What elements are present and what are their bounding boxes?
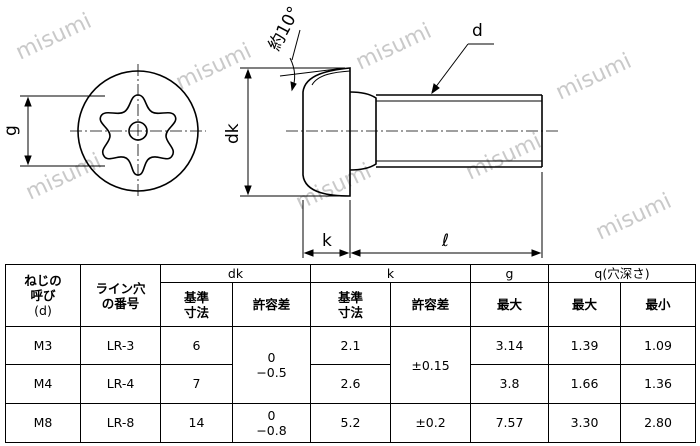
cell-dk: 14 <box>160 402 233 444</box>
label-dk: dk <box>223 123 243 144</box>
cell-q-max: 1.39 <box>548 326 621 365</box>
label-angle: 約10° <box>265 3 305 54</box>
cell-k-tolerance: ±0.15 <box>390 326 471 404</box>
cell-line: LR-3 <box>80 326 161 365</box>
cell-q-max: 1.66 <box>548 363 621 404</box>
watermark-text: misumi <box>462 129 546 186</box>
watermark-text: misumi <box>592 189 676 246</box>
watermark-text: misumi <box>292 159 376 216</box>
cell-q-min: 1.36 <box>619 363 697 404</box>
cell-dk-tolerance: 0 −0.5 <box>232 326 311 404</box>
cell-g: 3.8 <box>470 363 549 404</box>
dimension-k-l <box>302 172 543 258</box>
cell-q-min: 2.80 <box>619 402 697 444</box>
dimension-dk <box>240 67 345 197</box>
header-g: g <box>470 263 549 284</box>
cell-line: LR-8 <box>80 402 161 444</box>
header-dk-basis: 基準 寸法 <box>160 282 233 328</box>
header-q-max: 最大 <box>548 282 621 328</box>
cell-g: 3.14 <box>470 326 549 365</box>
dimension-d <box>431 43 494 95</box>
cell-k: 5.2 <box>310 402 391 444</box>
cell-size: M4 <box>5 363 81 404</box>
watermark-layer: misumi misumi misumi misumi misumi misum… <box>12 9 676 246</box>
cell-size: M8 <box>5 402 81 444</box>
cell-k: 2.6 <box>310 363 391 404</box>
header-dk: dk <box>160 263 311 284</box>
screw-technical-drawing: misumi misumi misumi misumi misumi misum… <box>1 3 676 258</box>
cell-size: M3 <box>5 326 81 365</box>
cell-dk: 7 <box>160 363 233 404</box>
header-q: q(穴深さ) <box>547 263 697 284</box>
cell-k-tolerance: ±0.2 <box>390 402 471 444</box>
watermark-text: misumi <box>12 9 96 66</box>
header-dk-tolerance: 許容差 <box>232 282 311 328</box>
header-g-max: 最大 <box>470 282 549 328</box>
label-d: d <box>472 21 483 41</box>
cell-k: 2.1 <box>310 326 391 365</box>
header-line-number: ライン穴 の番号 <box>80 263 161 328</box>
table-row: M8 LR-8 14 0 −0.8 5.2 ±0.2 7.57 3.30 2.8… <box>5 402 697 444</box>
dimension-table: ねじの 呼び (d) ライン穴 の番号 dk k g q(穴深さ) 基準 寸法 … <box>5 263 697 444</box>
label-k: k <box>322 231 332 251</box>
watermark-text: misumi <box>352 19 436 76</box>
watermark-text: misumi <box>552 49 636 106</box>
cell-dk-tolerance: 0 −0.8 <box>232 402 311 444</box>
header-size: ねじの 呼び (d) <box>5 263 81 328</box>
cell-dk: 6 <box>160 326 233 365</box>
cell-line: LR-4 <box>80 363 161 404</box>
label-l: ℓ <box>441 231 449 251</box>
header-k-basis: 基準 寸法 <box>310 282 391 328</box>
cell-g: 7.57 <box>470 402 549 444</box>
head-top-view <box>70 64 206 198</box>
label-g: g <box>1 125 21 136</box>
dimension-g <box>20 95 105 167</box>
table-row: M4 LR-4 7 2.6 3.8 1.66 1.36 <box>5 363 697 404</box>
header-k-tolerance: 許容差 <box>390 282 471 328</box>
header-k: k <box>310 263 471 284</box>
watermark-text: misumi <box>22 149 106 206</box>
watermark-text: misumi <box>172 39 256 96</box>
cell-q-max: 3.30 <box>548 402 621 444</box>
angle-annotation <box>279 29 346 92</box>
header-q-min: 最小 <box>619 282 697 328</box>
cell-q-min: 1.09 <box>619 326 697 365</box>
table-row: M3 LR-3 6 0 −0.5 2.1 ±0.15 3.14 1.39 1.0… <box>5 326 697 404</box>
